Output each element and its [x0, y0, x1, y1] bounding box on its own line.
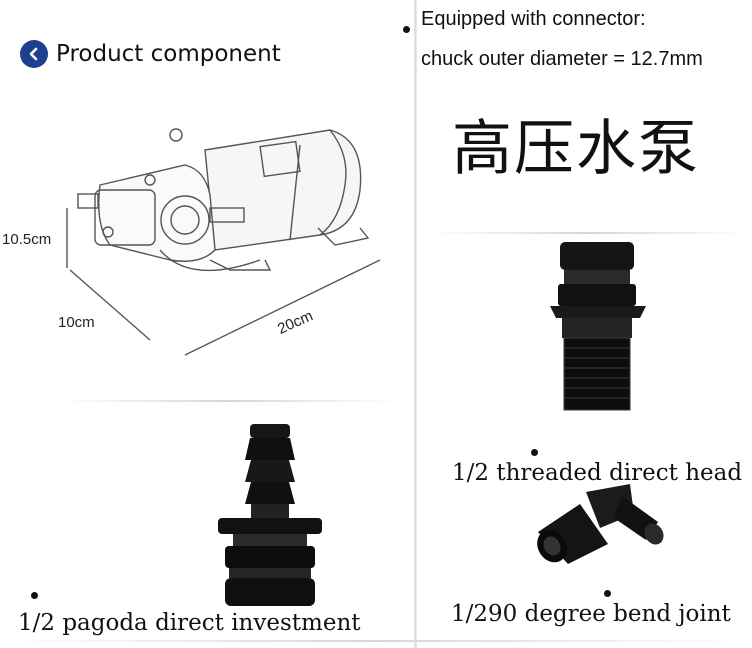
bend-joint-caption: 1/290 degree bend joint	[451, 601, 731, 627]
section-title: Product component	[56, 41, 281, 67]
threaded-connector-caption: 1/2 threaded direct head	[452, 460, 743, 486]
chevron-left-icon	[20, 40, 48, 68]
bullet-dot	[403, 26, 410, 33]
pump-illustration	[66, 128, 381, 356]
pagoda-connector-image	[218, 424, 322, 606]
bullet-dot	[531, 449, 538, 456]
connector-note-line1: Equipped with connector:	[421, 8, 646, 30]
horizontal-divider-left	[60, 400, 400, 402]
bullet-dot	[604, 590, 611, 597]
bullet-dot	[31, 592, 38, 599]
dimension-depth: 10cm	[58, 314, 95, 331]
product-title-chinese: 高压水泵	[452, 114, 700, 184]
vertical-divider	[414, 0, 417, 648]
section-heading: Product component	[20, 40, 281, 68]
horizontal-divider-right	[430, 232, 750, 234]
pagoda-connector-caption: 1/2 pagoda direct investment	[18, 610, 361, 636]
threaded-connector-image	[550, 242, 646, 411]
dimension-height: 10.5cm	[2, 231, 52, 248]
bottom-divider	[0, 640, 752, 642]
bend-joint-image	[537, 484, 664, 564]
connector-note-line2: chuck outer diameter = 12.7mm	[421, 48, 703, 70]
